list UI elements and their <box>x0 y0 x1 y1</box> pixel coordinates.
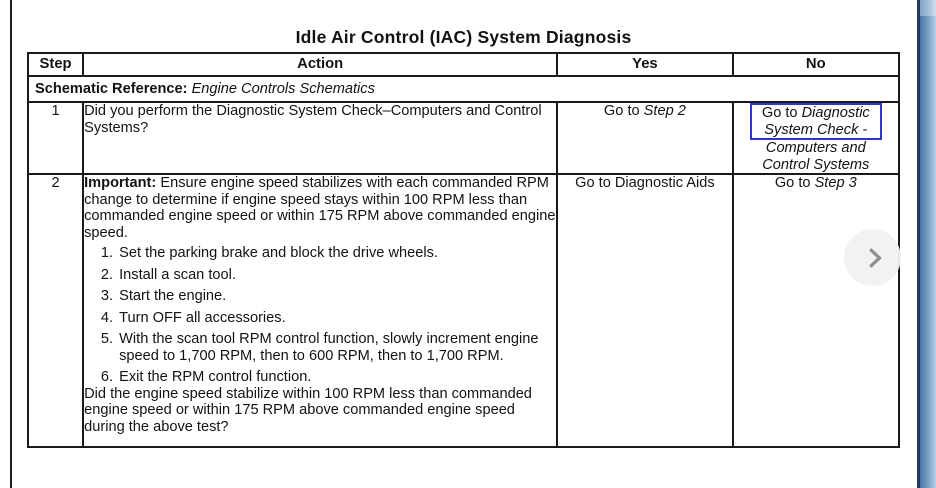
window-border-right <box>917 0 936 488</box>
list-item: Exit the RPM control function. <box>117 369 555 386</box>
link-diagnostic-system-check[interactable]: Go to Diagnostic System Check - <box>749 104 882 140</box>
step-number-1: 1 <box>26 101 85 175</box>
action-cell-step2: Important: Ensure engine speed stabilize… <box>82 173 559 448</box>
col-header-action: Action <box>82 52 559 77</box>
no-cell-step1: Go to Diagnostic System Check - Computer… <box>731 101 901 175</box>
goto-target: Step 2 <box>643 103 686 119</box>
step1-question: Did you perform the Diagnostic System Ch… <box>84 103 542 136</box>
yes-cell-step2: Go to Diagnostic Aids <box>556 173 734 448</box>
schematic-reference-row: Schematic Reference: Engine Controls Sch… <box>27 75 900 103</box>
link-line-3: Computers and <box>765 140 866 156</box>
table-row: 1 Did you perform the Diagnostic System … <box>26 101 901 175</box>
page-edge-line <box>10 0 12 488</box>
table-header-row: Step Action Yes No <box>26 52 901 77</box>
list-item: Set the parking brake and block the driv… <box>117 245 555 262</box>
schematic-reference-cell: Schematic Reference: Engine Controls Sch… <box>27 75 900 103</box>
important-label: Important: <box>84 175 157 191</box>
list-item: Turn OFF all accessories. <box>117 310 555 327</box>
goto-prefix: Go to <box>774 175 815 191</box>
step2-question: Did the engine speed stabilize within 10… <box>84 385 532 435</box>
next-page-button[interactable] <box>844 229 901 286</box>
list-item: With the scan tool RPM control function,… <box>117 331 555 364</box>
list-item: Install a scan tool. <box>117 267 555 284</box>
goto-prefix: Go to <box>761 105 802 121</box>
link-line-4: Control Systems <box>762 156 870 173</box>
yes-cell-step1: Go to Step 2 <box>556 101 734 175</box>
link-line-2: System Check - <box>764 121 868 138</box>
link-line-1: Go to Diagnostic <box>753 105 879 122</box>
col-header-no: No <box>731 52 901 77</box>
chevron-right-icon <box>869 247 882 268</box>
important-note: Important: Ensure engine speed stabilize… <box>84 175 556 241</box>
important-text: Ensure engine speed stabilizes with each… <box>84 175 556 241</box>
page-title: Idle Air Control (IAC) System Diagnosis <box>295 27 632 47</box>
no-cell-step2: Go to Step 3 <box>731 173 901 448</box>
procedure-list: Set the parking brake and block the driv… <box>85 245 555 386</box>
col-header-yes: Yes <box>556 52 734 77</box>
schematic-reference-label: Schematic Reference: <box>35 80 188 97</box>
goto-prefix: Go to <box>603 103 644 119</box>
table-row: 2 Important: Ensure engine speed stabili… <box>26 173 901 448</box>
link-text: Diagnostic <box>801 105 870 121</box>
action-cell-step1: Did you perform the Diagnostic System Ch… <box>82 101 559 175</box>
goto-target: Step 3 <box>814 175 857 191</box>
diagnosis-table: Step Action Yes No Schematic Reference: … <box>26 52 901 448</box>
list-item: Start the engine. <box>117 288 555 305</box>
schematic-reference-value: Engine Controls Schematics <box>191 80 375 97</box>
col-header-step: Step <box>26 52 85 77</box>
step-number-2: 2 <box>26 173 85 448</box>
